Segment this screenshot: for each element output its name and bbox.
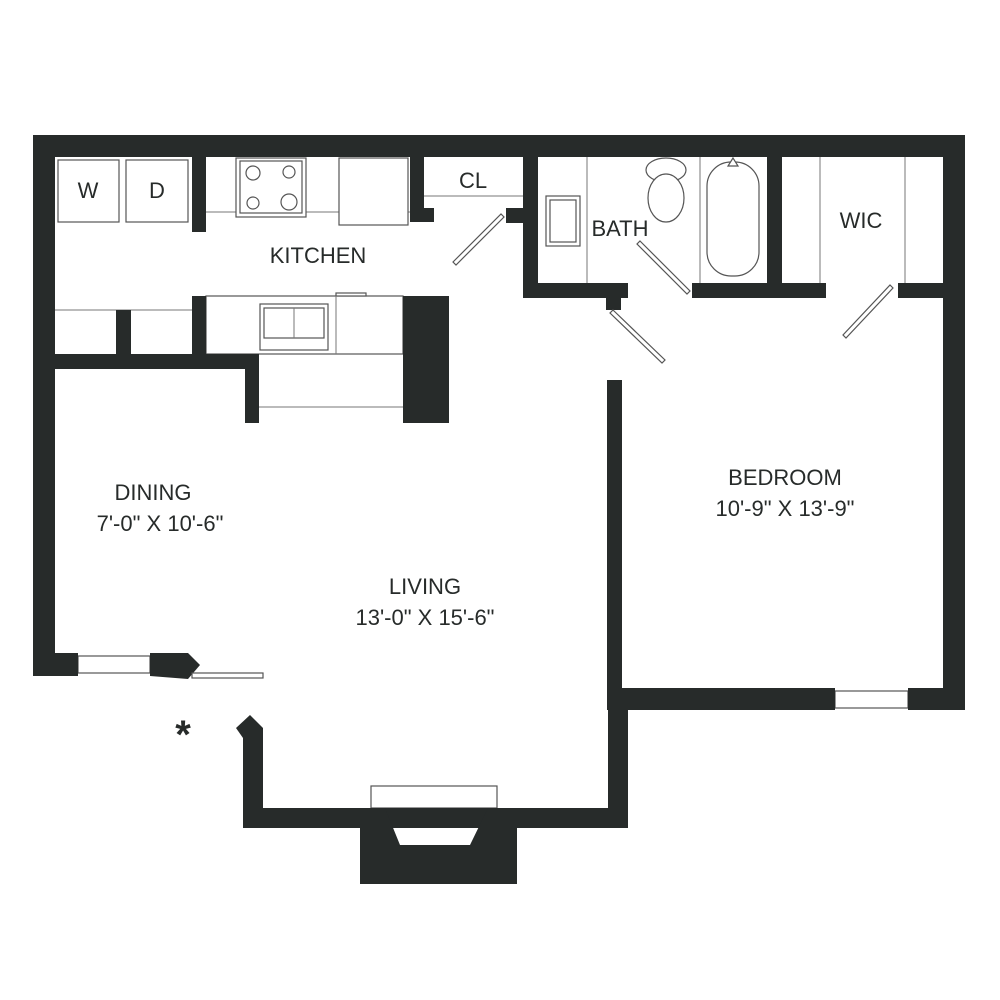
doors — [191, 213, 894, 679]
bedroom-door[interactable] — [609, 309, 666, 364]
washer-label: W — [78, 178, 99, 203]
refrigerator — [338, 157, 409, 226]
fireplace — [360, 808, 517, 884]
bath-label: BATH — [591, 216, 648, 241]
wic-label: WIC — [840, 208, 883, 233]
kitchen-label: KITCHEN — [270, 243, 367, 268]
wic-door[interactable] — [842, 284, 894, 339]
walls — [33, 135, 965, 884]
sliding-door[interactable] — [191, 672, 264, 679]
closet-door[interactable] — [452, 213, 505, 266]
bath-door[interactable] — [636, 240, 691, 295]
dining-dimensions: 7'-0" X 10'-6" — [97, 511, 224, 536]
fixtures — [55, 156, 909, 809]
labels: W D KITCHEN CL BATH WIC BEDROOM 10'-9" X… — [78, 168, 883, 757]
toilet — [647, 173, 685, 223]
bedroom-dimensions: 10'-9" X 13'-9" — [716, 496, 855, 521]
dining-label: DINING — [115, 480, 192, 505]
bathtub — [706, 161, 760, 277]
washer — [57, 159, 120, 223]
dryer — [125, 159, 189, 223]
entry-marker: * — [175, 713, 191, 757]
window — [834, 690, 909, 709]
dryer-label: D — [149, 178, 165, 203]
living-label: LIVING — [389, 574, 461, 599]
closet-label: CL — [459, 168, 487, 193]
window — [77, 655, 151, 674]
hearth — [370, 785, 498, 809]
bedroom-label: BEDROOM — [728, 465, 842, 490]
living-dimensions: 13'-0" X 15'-6" — [356, 605, 495, 630]
